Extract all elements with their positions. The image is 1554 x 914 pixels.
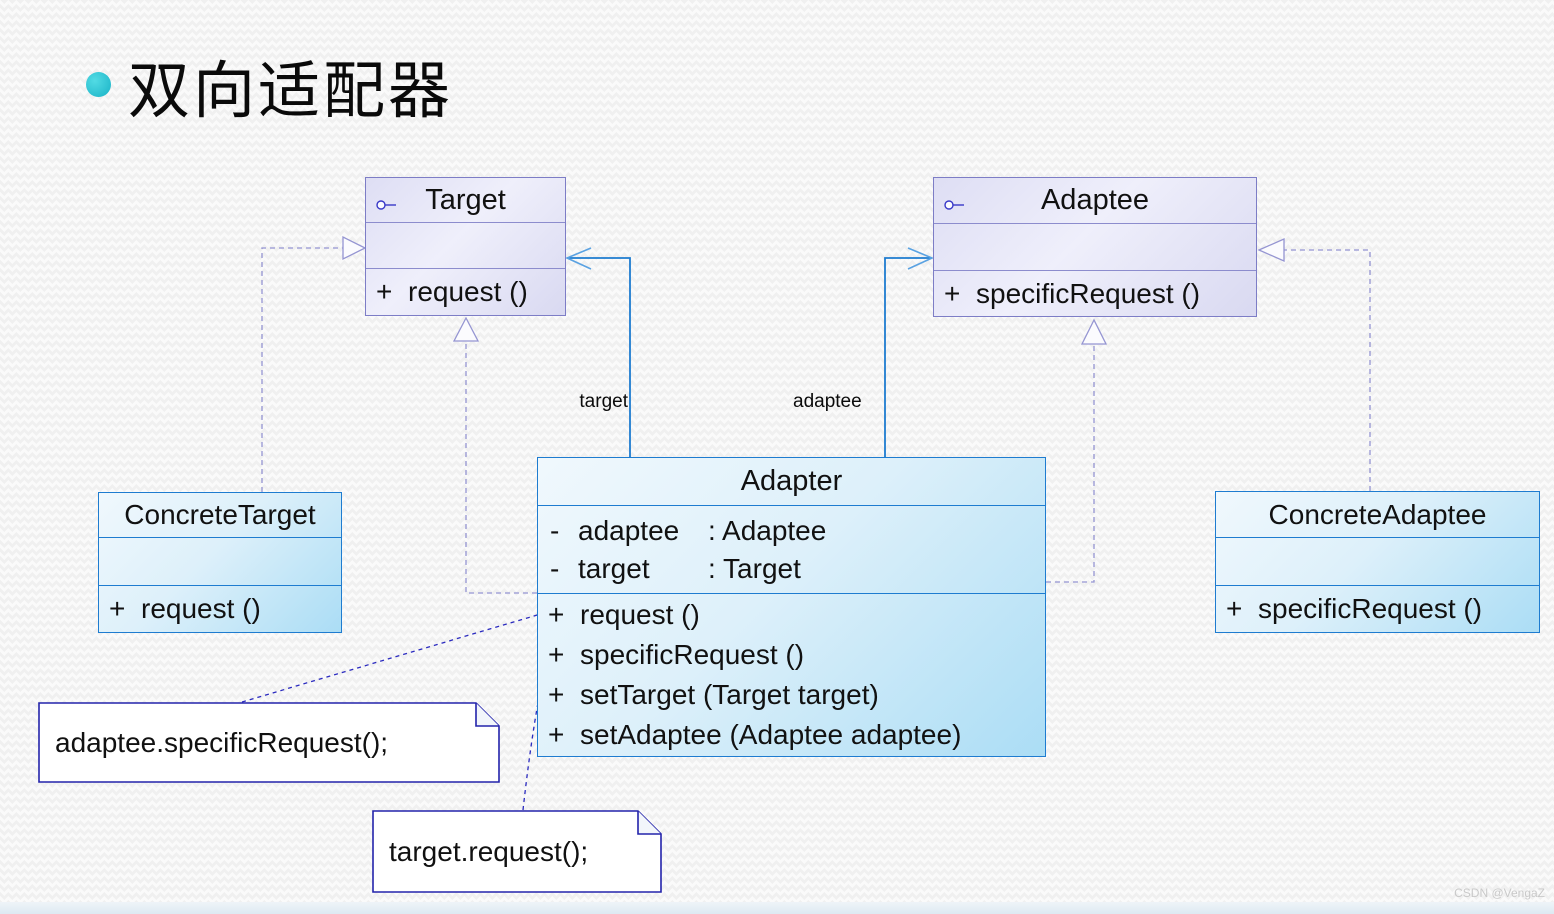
- realization-adapter-target: [465, 341, 537, 594]
- edge-label-adaptee: adaptee: [793, 391, 862, 412]
- method-row: + request (): [538, 595, 1045, 635]
- hollow-triangle-target-left: [342, 235, 367, 261]
- method-label: setTarget (Target target): [580, 679, 879, 710]
- class-box-adapter: Adapter - adaptee : Adaptee - target : T…: [537, 457, 1046, 757]
- hollow-triangle-adaptee-bottom: [1080, 318, 1108, 345]
- method-label: request (): [408, 276, 528, 307]
- visibility: +: [548, 679, 565, 710]
- visibility: +: [1226, 593, 1243, 624]
- method-label: specificRequest (): [976, 277, 1201, 309]
- method-label: specificRequest (): [1258, 593, 1483, 624]
- visibility: -: [550, 514, 560, 546]
- visibility: +: [376, 276, 393, 307]
- attributes-compartment: [934, 224, 1256, 271]
- attributes-compartment: [1216, 538, 1539, 586]
- note-adaptee-specificrequest: adaptee.specificRequest();: [38, 702, 500, 783]
- methods-compartment: + request (): [366, 269, 565, 315]
- visibility: +: [944, 277, 961, 309]
- methods-compartment: + specificRequest (): [1216, 586, 1539, 632]
- method-label: specificRequest (): [580, 639, 805, 670]
- open-arrowhead-adaptee: [907, 247, 934, 270]
- class-box-target: Target + request (): [365, 177, 566, 316]
- visibility: +: [548, 719, 565, 750]
- visibility: -: [550, 552, 560, 584]
- attribute-type: : Adaptee: [708, 514, 827, 546]
- note-text: target.request();: [389, 835, 589, 867]
- interface-lollipop-icon: [944, 186, 966, 219]
- class-box-adaptee: Adaptee + specificRequest (): [933, 177, 1257, 317]
- open-arrowhead-target: [565, 247, 592, 270]
- association-adapter-target: [567, 257, 631, 458]
- interface-lollipop-icon: [376, 186, 398, 219]
- realization-concretetarget-target: [261, 247, 343, 492]
- methods-compartment: + request () + specificRequest () + setT…: [538, 594, 1045, 756]
- note-outline: [372, 810, 662, 893]
- realization-adapter-adaptee: [1046, 345, 1095, 583]
- class-box-concretetarget: ConcreteTarget + request (): [98, 492, 342, 633]
- class-name: Target: [425, 183, 506, 216]
- attribute-name: adaptee: [578, 514, 680, 546]
- slide-bottom-band: [0, 902, 1554, 914]
- method-label: setAdaptee (Adaptee adaptee): [580, 719, 962, 750]
- class-name: Adaptee: [1040, 184, 1150, 216]
- method-label: request (): [580, 599, 700, 630]
- method-label: request (): [141, 593, 261, 624]
- visibility: +: [548, 599, 565, 630]
- hollow-triangle-adaptee-right: [1257, 238, 1285, 262]
- association-adapter-adaptee: [884, 257, 932, 458]
- watermark: CSDN @VengaZ: [1454, 886, 1545, 900]
- attributes-compartment: [99, 538, 341, 586]
- hollow-triangle-target-bottom: [452, 316, 480, 342]
- attribute-row: - adaptee : Adaptee: [538, 515, 1045, 547]
- method-row: + setAdaptee (Adaptee adaptee): [538, 715, 1045, 755]
- attributes-compartment: - adaptee : Adaptee - target : Target: [538, 506, 1045, 594]
- method-row: + setTarget (Target target): [538, 675, 1045, 715]
- class-name: Adapter: [740, 465, 843, 497]
- class-name: ConcreteAdaptee: [1268, 498, 1487, 530]
- method-row: + specificRequest (): [538, 635, 1045, 675]
- visibility: +: [548, 639, 565, 670]
- attributes-compartment: [366, 223, 565, 269]
- edge-label-target: target: [579, 391, 628, 412]
- visibility: +: [109, 593, 126, 624]
- realization-concreteadaptee-adaptee: [1284, 249, 1371, 491]
- slide-title: 双向适配器: [128, 58, 454, 126]
- title-bullet-icon: [86, 72, 111, 97]
- methods-compartment: + specificRequest (): [934, 271, 1256, 316]
- class-box-concreteadaptee: ConcreteAdaptee + specificRequest (): [1215, 491, 1540, 633]
- attribute-name: target: [578, 552, 650, 584]
- attribute-row: - target : Target: [538, 553, 1045, 585]
- note-text: adaptee.specificRequest();: [55, 726, 389, 758]
- class-name: ConcreteTarget: [124, 499, 316, 530]
- attribute-type: : Target: [708, 552, 801, 584]
- note-outline: [38, 702, 500, 783]
- note-target-request: target.request();: [372, 810, 662, 893]
- methods-compartment: + request (): [99, 586, 341, 632]
